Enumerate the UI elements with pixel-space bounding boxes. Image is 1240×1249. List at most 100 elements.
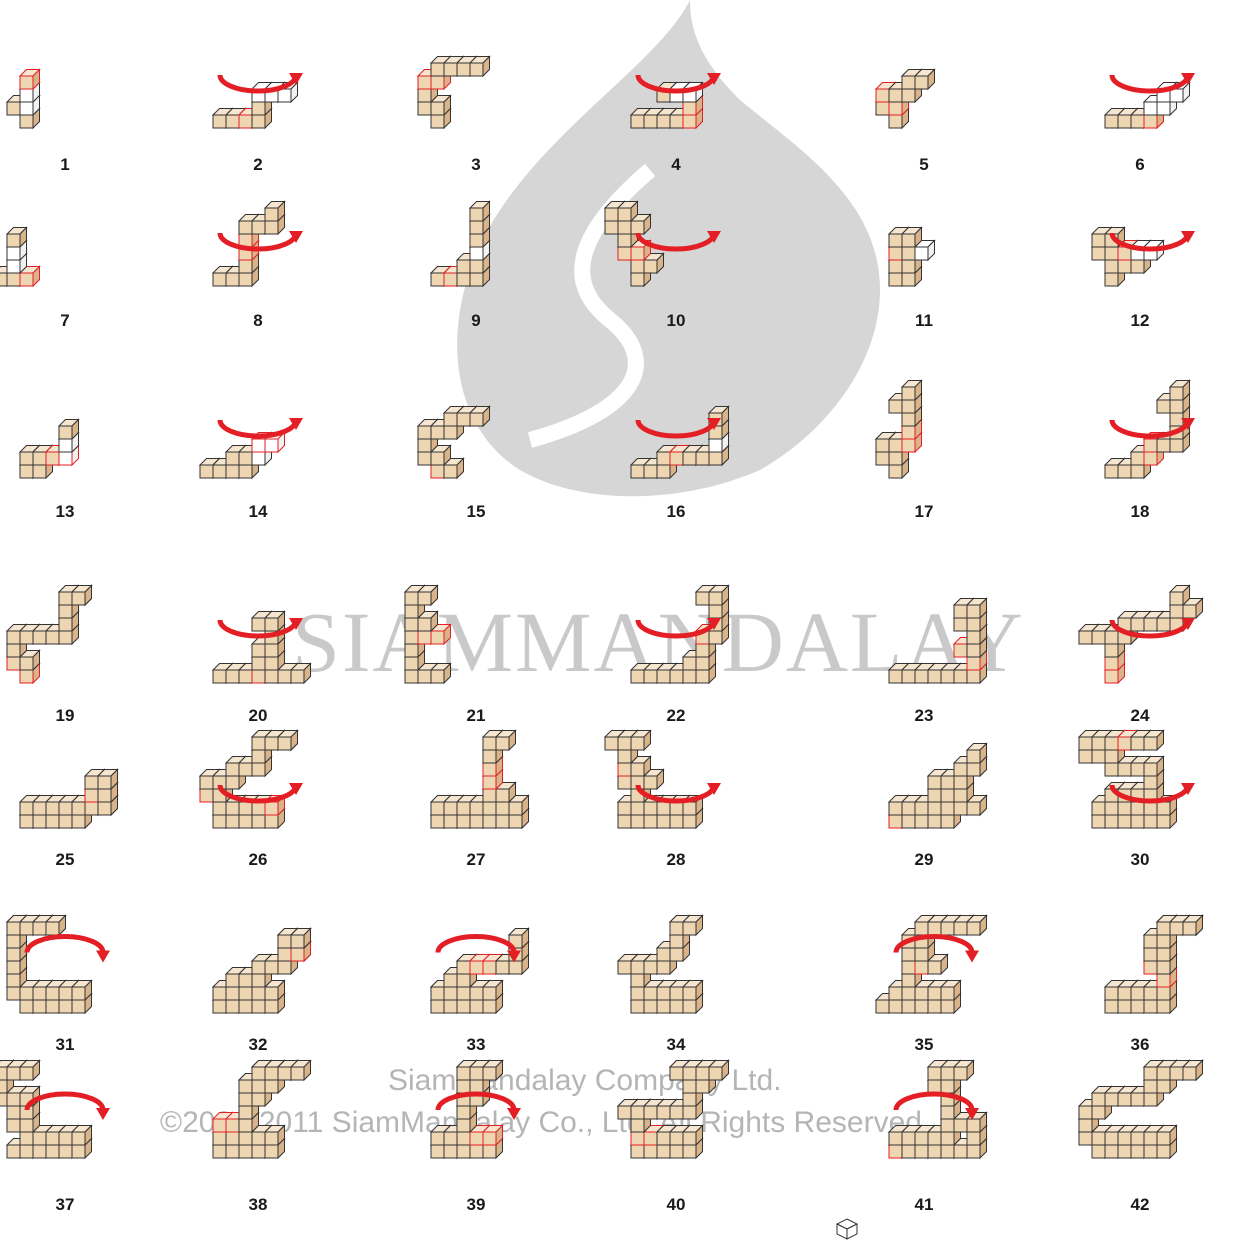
wood-cube	[1183, 916, 1203, 936]
highlighted-cube	[483, 1126, 503, 1146]
assembly-step-29: 29	[849, 740, 1019, 880]
step-number-label: 22	[656, 706, 696, 726]
step-number-label: 3	[456, 155, 496, 175]
puzzle-figure	[1065, 20, 1235, 140]
assembly-step-15: 15	[391, 360, 561, 532]
wood-cube	[46, 916, 66, 936]
wood-cube	[291, 929, 311, 949]
puzzle-figure	[391, 890, 561, 1025]
step-number-label: 6	[1120, 155, 1160, 175]
rotation-arrow-icon	[27, 937, 110, 963]
puzzle-figure	[173, 178, 343, 298]
step-number-label: 30	[1120, 850, 1160, 870]
wood-cube	[915, 70, 935, 90]
step-number-label: 7	[45, 311, 85, 331]
puzzle-figure	[0, 740, 150, 840]
wood-cube	[1170, 381, 1190, 401]
wood-cube	[709, 1061, 729, 1081]
assembly-step-12: 12	[1065, 178, 1235, 341]
step-number-label: 15	[456, 502, 496, 522]
wood-cube	[265, 612, 285, 632]
step-number-label: 12	[1120, 311, 1160, 331]
puzzle-figure	[591, 1060, 761, 1170]
step-number-label: 17	[904, 502, 944, 522]
wood-cube	[72, 586, 92, 606]
puzzle-figure	[849, 20, 1019, 140]
step-number-label: 24	[1120, 706, 1160, 726]
assembly-step-11: 11	[849, 178, 1019, 341]
assembly-step-2: 2	[173, 20, 343, 185]
wood-cube	[483, 981, 503, 1001]
puzzle-figure	[173, 890, 343, 1025]
puzzle-figure	[173, 20, 343, 140]
step-number-label: 25	[45, 850, 85, 870]
wood-cube	[967, 599, 987, 619]
step-number-label: 32	[238, 1035, 278, 1055]
wood-cube	[967, 744, 987, 764]
assembly-step-24: 24	[1065, 555, 1235, 736]
wood-cube	[631, 731, 651, 751]
wood-cube	[902, 228, 922, 248]
assembly-step-40: 40	[591, 1060, 761, 1225]
puzzle-figure	[591, 178, 761, 298]
assembly-step-16: 16	[591, 360, 761, 532]
spare-cube-icon	[836, 1218, 858, 1240]
wood-cube	[967, 916, 987, 936]
step-number-label: 19	[45, 706, 85, 726]
wood-cube	[278, 731, 298, 751]
puzzle-figure	[391, 20, 561, 140]
puzzle-figure	[391, 555, 561, 695]
assembly-step-3: 3	[391, 20, 561, 185]
wood-cube	[265, 202, 285, 222]
step-number-label: 33	[456, 1035, 496, 1055]
puzzle-figure	[591, 360, 761, 490]
assembly-step-9: 9	[391, 178, 561, 341]
assembly-step-34: 34	[591, 890, 761, 1065]
puzzle-figure	[849, 740, 1019, 840]
puzzle-figure	[391, 360, 561, 490]
puzzle-figure	[849, 178, 1019, 298]
assembly-step-31: 31	[0, 890, 150, 1065]
puzzle-figure	[0, 20, 150, 140]
assembly-step-17: 17	[849, 360, 1019, 532]
puzzle-figure	[849, 1060, 1019, 1170]
wood-cube	[1183, 1061, 1203, 1081]
puzzle-figure	[173, 740, 343, 840]
assembly-step-18: 18	[1065, 360, 1235, 532]
puzzle-figure	[591, 555, 761, 695]
assembly-step-21: 21	[391, 555, 561, 736]
assembly-step-36: 36	[1065, 890, 1235, 1065]
step-number-label: 28	[656, 850, 696, 870]
assembly-step-1: 1	[0, 20, 150, 185]
wood-cube	[20, 1061, 40, 1081]
assembly-step-5: 5	[849, 20, 1019, 185]
wood-cube	[483, 1061, 503, 1081]
step-number-label: 8	[238, 311, 278, 331]
step-number-label: 10	[656, 311, 696, 331]
puzzle-figure	[173, 555, 343, 695]
assembly-step-19: 19	[0, 555, 150, 736]
puzzle-figure	[849, 890, 1019, 1025]
assembly-step-26: 26	[173, 740, 343, 880]
wood-cube	[954, 1061, 974, 1081]
wood-cube	[418, 586, 438, 606]
step-number-label: 36	[1120, 1035, 1160, 1055]
wood-cube	[683, 1126, 703, 1146]
assembly-step-33: 33	[391, 890, 561, 1065]
puzzle-figure	[1065, 360, 1235, 490]
step-number-label: 34	[656, 1035, 696, 1055]
assembly-step-38: 38	[173, 1060, 343, 1225]
puzzle-figure	[0, 1060, 150, 1170]
assembly-step-28: 28	[591, 740, 761, 880]
wood-cube	[1144, 731, 1164, 751]
step-number-label: 9	[456, 311, 496, 331]
wood-cube	[72, 1126, 92, 1146]
wood-cube	[1170, 586, 1190, 606]
puzzle-figure	[591, 740, 761, 840]
step-number-label: 5	[904, 155, 944, 175]
assembly-step-10: 10	[591, 178, 761, 341]
puzzle-figure	[1065, 555, 1235, 695]
puzzle-figure	[1065, 740, 1235, 840]
step-number-label: 27	[456, 850, 496, 870]
